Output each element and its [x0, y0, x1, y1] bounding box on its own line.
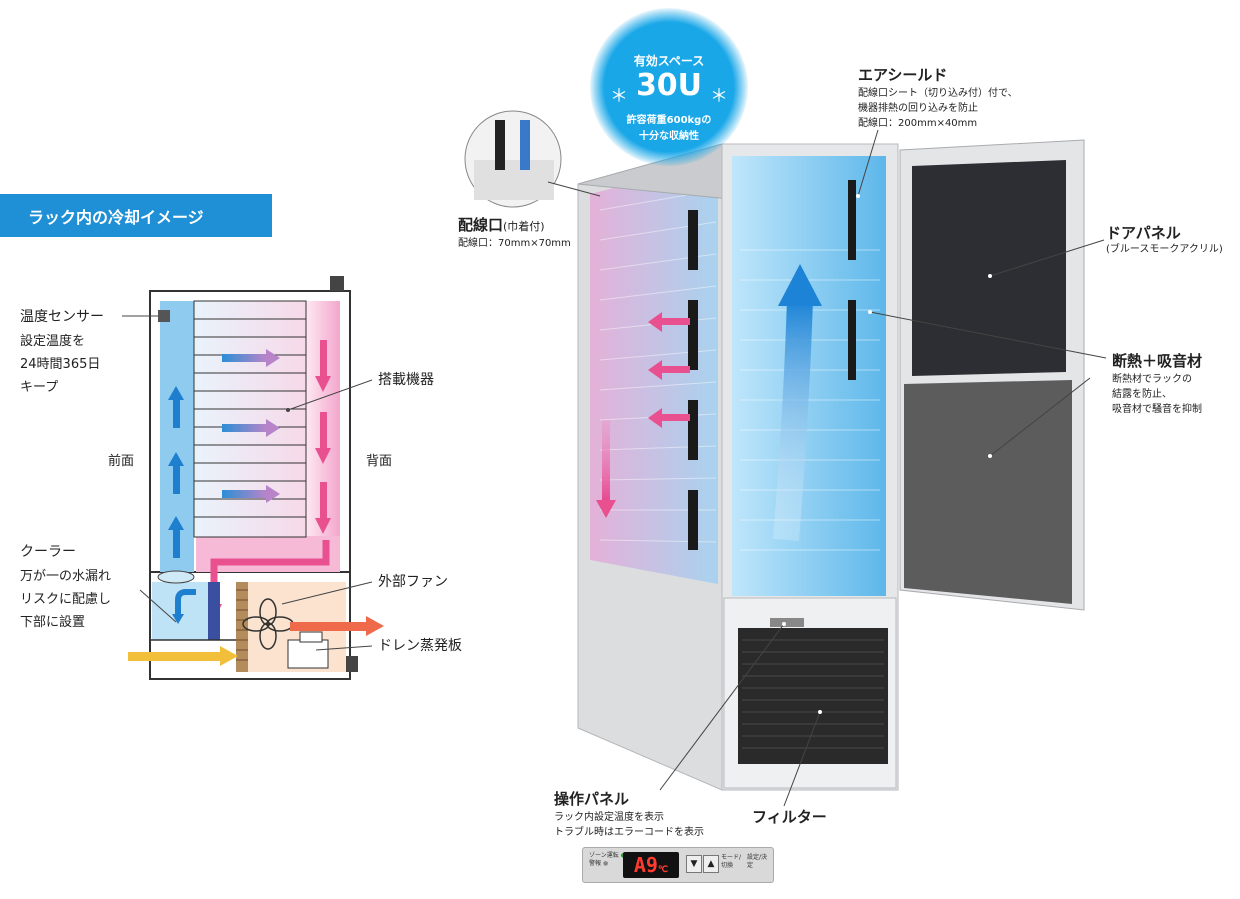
panel-line-2: トラブル時はエラーコードを表示	[554, 827, 704, 838]
panel-line-1: ラック内設定温度を表示	[554, 812, 664, 823]
airshield-line-1: 配線口シート（切り込み付）付で、	[858, 88, 1018, 99]
filter-grill	[738, 628, 888, 764]
equipment-label: 搭載機器	[378, 372, 434, 388]
insulation-line-1: 断熱材でラックの	[1112, 374, 1192, 385]
airshield-line-2: 機器排熱の回り込みを防止	[858, 103, 978, 114]
set-button[interactable]: 設定/決定	[747, 854, 768, 869]
capacity-badge: 有効スペース ＊ 30U ＊ 許容荷重600kgの十分な収納性	[590, 8, 748, 166]
exhaust-arrow	[290, 622, 368, 631]
cooler-line-1: 万が一の水漏れ	[20, 569, 112, 584]
cold-up-arrows	[168, 386, 184, 558]
star-icon: ＊	[710, 86, 728, 107]
front-label: 前面	[108, 454, 135, 469]
fan-label: 外部ファン	[378, 574, 448, 590]
section-title: ラック内の冷却イメージ	[0, 194, 272, 237]
badge-line-1: 有効スペース	[633, 54, 705, 68]
drain-evaporator	[287, 639, 329, 669]
airshield-line-3: 配線口：200mm×40mm	[858, 118, 978, 129]
back-label: 背面	[366, 454, 393, 469]
fan-icon	[242, 598, 294, 650]
temperature-display: A9℃	[623, 852, 679, 878]
cooler-line-2: リスクに配慮し	[20, 592, 112, 607]
door-title: ドアパネル	[1106, 224, 1181, 242]
wiring-title: 配線口(巾着付)	[458, 216, 545, 234]
airflow-through-arrows	[222, 349, 280, 503]
cool-air-arrow	[778, 264, 822, 306]
wiring-spec: 配線口：70mm×70mm	[458, 238, 571, 249]
control-panel: ゾーン運転 ● 警報 ● A9℃ ▼ ▲ モード/切換 設定/決定	[582, 847, 774, 883]
badge-capacity: 30U	[635, 68, 703, 103]
star-icon: ＊	[610, 86, 628, 107]
insulation-panel	[904, 380, 1072, 604]
cooler-fan-icon	[157, 570, 195, 584]
sensor-line-1: 設定温度を	[20, 334, 86, 349]
sensor-line-2: 24時間365日	[20, 357, 101, 372]
insulation-line-3: 吸音材で騒音を抑制	[1112, 404, 1202, 415]
sensor-title: 温度センサー	[20, 309, 104, 325]
intake-arrow	[128, 652, 222, 661]
cooler-title: クーラー	[20, 544, 76, 560]
panel-title: 操作パネル	[554, 790, 630, 808]
equipment-stack	[193, 300, 307, 538]
temperature-sensor	[158, 310, 170, 322]
rack-outline	[149, 290, 351, 680]
door-sub: (ブルースモークアクリル)	[1106, 244, 1223, 255]
exhaust-left-arrows	[648, 312, 690, 428]
badge-line-3: 許容荷重600kgの十分な収納性	[626, 115, 712, 142]
cooler-line-3: 下部に設置	[20, 615, 86, 630]
insulation-line-2: 結露を防止、	[1112, 389, 1172, 400]
airshield-title: エアシールド	[858, 66, 948, 84]
led-labels: ゾーン運転 ● 警報 ●	[589, 852, 626, 868]
up-button[interactable]: ▲	[703, 855, 719, 873]
drain-label: ドレン蒸発板	[378, 638, 462, 654]
condenser	[236, 582, 248, 672]
mode-button[interactable]: モード/切換	[721, 854, 742, 869]
filter-label: フィルター	[752, 808, 827, 826]
insulation-title: 断熱＋吸音材	[1112, 352, 1203, 370]
down-button[interactable]: ▼	[686, 855, 702, 873]
sensor-line-3: キープ	[20, 380, 59, 395]
hot-down-arrows	[315, 340, 331, 534]
